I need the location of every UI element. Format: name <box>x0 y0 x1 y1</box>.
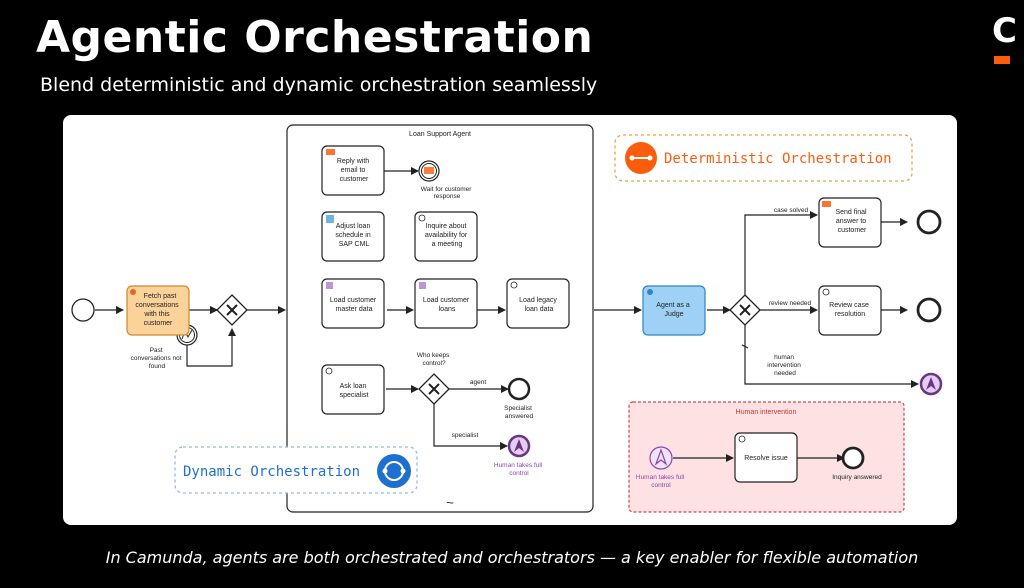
deterministic-frame <box>614 134 913 182</box>
script-icon <box>419 282 426 289</box>
task-send-final-answer[interactable] <box>818 197 882 248</box>
escalation-start-event-icon[interactable] <box>649 446 673 470</box>
logo-letter: C <box>992 11 1017 51</box>
judge-task-label: Agent as a Judge <box>656 302 691 318</box>
slide-title: Agentic Orchestration <box>36 12 594 63</box>
ai-agent-icon <box>647 289 653 295</box>
load-legacy-label: Load legacy loan data <box>519 297 559 313</box>
review-case-label: Review case resolution <box>829 302 871 318</box>
ask-specialist-label: Ask loan specialist <box>340 383 369 399</box>
gateway-question-label: Who keeps control? <box>417 352 451 367</box>
send-final-label: Send final answer to customer <box>835 209 868 234</box>
not-found-label: Past conversations not found <box>131 347 184 370</box>
end-event-specialist-answered[interactable] <box>507 377 531 401</box>
camunda-logo: C <box>992 11 1017 66</box>
dynamic-icon <box>377 454 411 488</box>
task-review-case[interactable] <box>818 285 882 336</box>
task-load-loans[interactable] <box>414 278 478 329</box>
diagram-panel: Loan Support Agent ~ Deterministic Orche… <box>63 115 957 525</box>
task-fetch-past-conversations[interactable] <box>126 285 190 336</box>
end-event-inquiry-answered[interactable] <box>841 446 865 470</box>
service-icon <box>326 215 334 223</box>
flow-agent-label: agent <box>470 379 486 386</box>
escalation-end-event-icon[interactable] <box>507 434 531 458</box>
inquiry-answered-label: Inquiry answered <box>832 474 882 481</box>
collapse-marker: ~ <box>446 495 454 510</box>
specialist-answered-label: Specialist answered <box>504 405 534 420</box>
task-agent-judge[interactable] <box>642 285 706 336</box>
slide-footer-caption: In Camunda, agents are both orchestrated… <box>105 548 919 567</box>
gateway-who-keeps-control[interactable] <box>418 373 450 405</box>
slide-subtitle: Blend deterministic and dynamic orchestr… <box>40 74 598 96</box>
logo-bar <box>994 56 1010 64</box>
wait-event-label: Wait for customer response <box>421 186 474 200</box>
wait-message-event-icon[interactable] <box>418 160 440 182</box>
flow-review-needed-label: review needed <box>769 300 812 307</box>
task-reply-email[interactable] <box>321 145 385 196</box>
dynamic-label: Dynamic Orchestration <box>183 464 360 480</box>
hi-start-label: Human takes full control <box>636 474 686 489</box>
reply-task-label: Reply with email to customer <box>337 158 371 183</box>
flow-specialist-label: specialist <box>452 432 479 439</box>
load-loans-label: Load customer loans <box>423 297 471 313</box>
subprocess-title: Loan Support Agent <box>409 131 471 138</box>
user-icon <box>418 214 426 222</box>
human-takes-control-label: Human takes full control <box>494 462 544 477</box>
fetch-task-label: Fetch past conversations with this custo… <box>135 293 180 327</box>
escalation-end-event-human-icon[interactable] <box>919 372 943 396</box>
script-icon <box>326 282 333 289</box>
flow-human-intervention-label: human intervention needed <box>767 354 802 377</box>
inquire-task-label: Inquire about availability for a meeting <box>425 223 469 248</box>
task-load-legacy[interactable] <box>506 278 570 329</box>
user-icon <box>510 281 518 289</box>
deterministic-label: Deterministic Orchestration <box>664 151 892 167</box>
user-icon <box>738 435 746 443</box>
task-resolve-issue[interactable] <box>734 432 798 483</box>
connector-icon <box>326 149 335 155</box>
user-icon <box>325 367 333 375</box>
connector-icon <box>822 201 831 207</box>
load-master-label: Load customer master data <box>330 297 378 313</box>
task-adjust-loan-schedule[interactable] <box>321 211 385 262</box>
task-ask-specialist[interactable] <box>321 364 385 415</box>
task-load-master-data[interactable] <box>321 278 385 329</box>
end-event-case-solved[interactable] <box>916 209 942 235</box>
task-inquire-availability[interactable] <box>414 211 478 262</box>
bpmn-diagram: Loan Support Agent ~ Deterministic Orche… <box>71 124 943 513</box>
gateway-judge[interactable] <box>729 294 761 326</box>
robot-icon <box>130 289 136 295</box>
end-event-review[interactable] <box>916 297 942 323</box>
adjust-task-label: Adjust loan schedule in SAP CML <box>335 223 372 248</box>
user-icon <box>822 288 830 296</box>
gateway-after-fetch[interactable] <box>216 294 248 326</box>
human-intervention-title: Human intervention <box>736 409 797 416</box>
flow-case-solved-label: case solved <box>774 207 809 214</box>
dynamic-frame <box>174 446 418 494</box>
start-event[interactable] <box>71 298 95 322</box>
resolve-issue-label: Resolve issue <box>744 455 788 462</box>
